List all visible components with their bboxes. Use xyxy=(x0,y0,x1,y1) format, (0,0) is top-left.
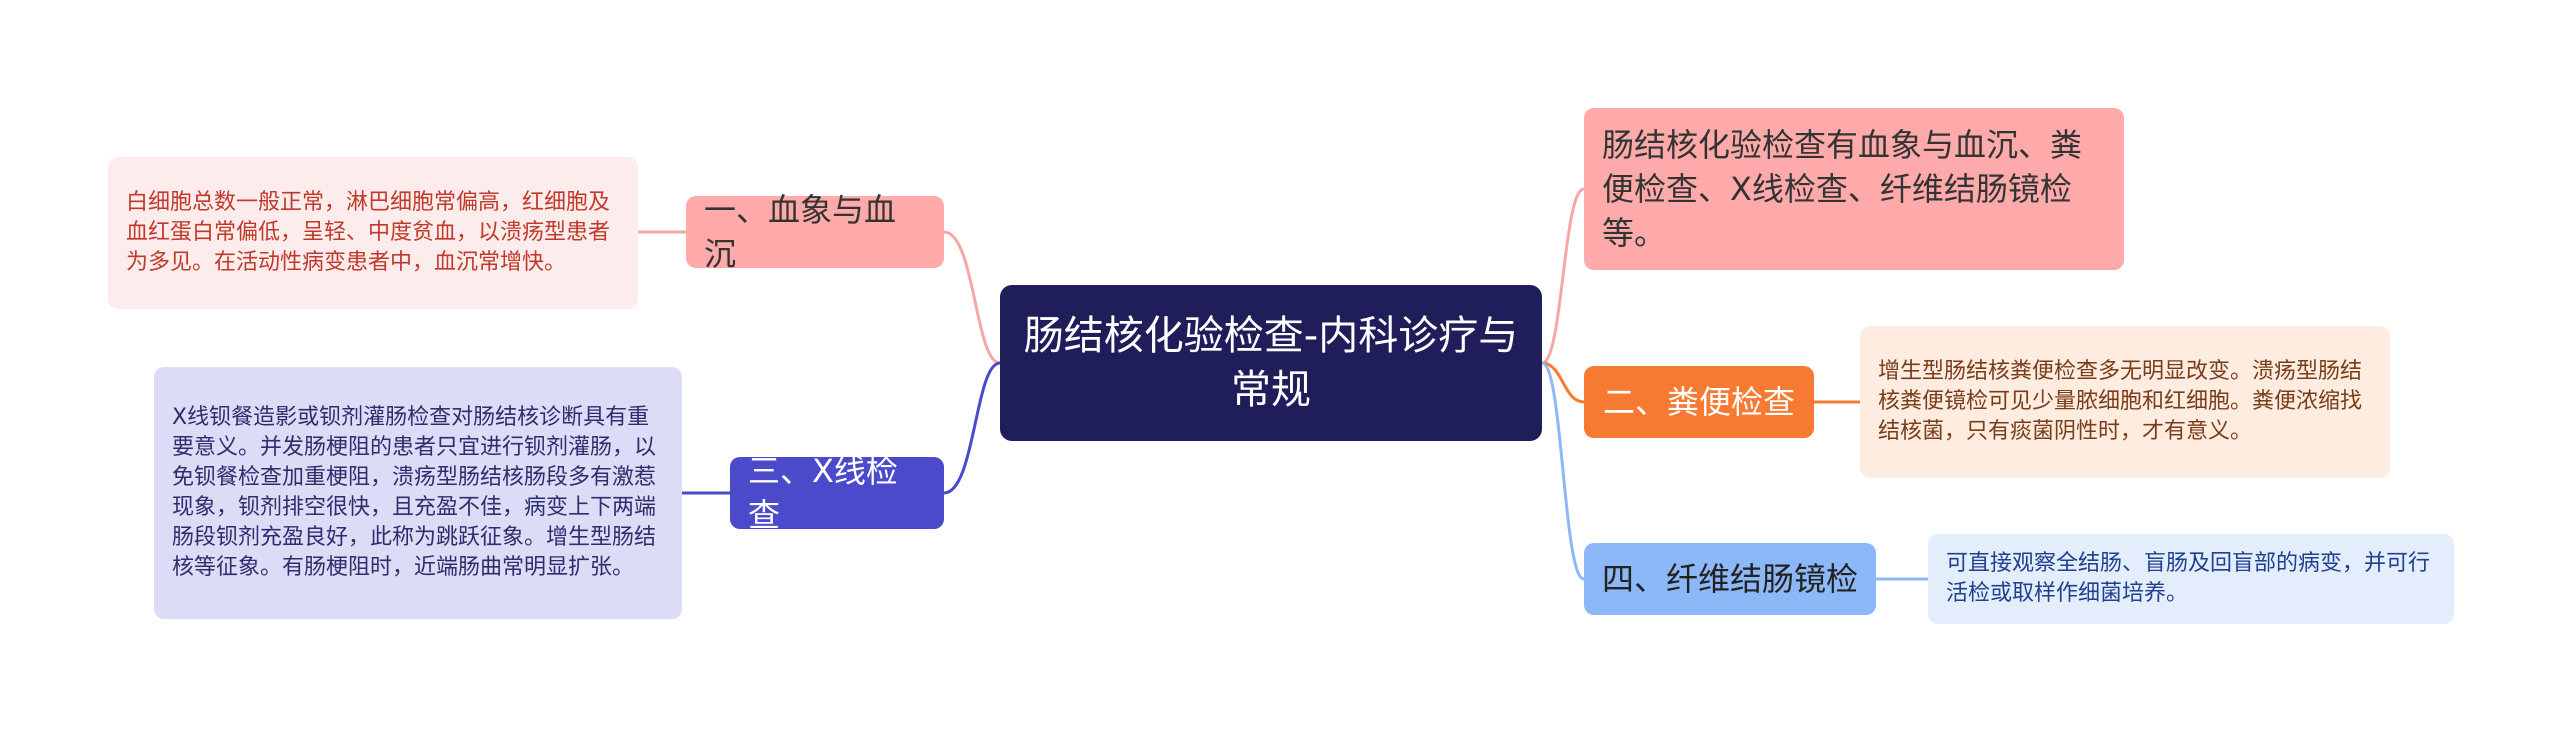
leaf-blood-test-text: 白细胞总数一般正常，淋巴细胞常偏高，红细胞及血红蛋白常偏低，呈轻、中度贫血，以溃… xyxy=(126,190,611,275)
leaf-xray-text: X线钡餐造影或钡剂灌肠检查对肠结核诊断具有重要意义。并发肠梗阻的患者只宜进行钡剂… xyxy=(172,405,657,580)
branch-stool-test-label: 二、粪便检查 xyxy=(1602,383,1795,421)
leaf-stool-test-detail[interactable]: 增生型肠结核粪便检查多无明显改变。溃疡型肠结核粪便镜检可见少量脓细胞和红细胞。粪… xyxy=(1860,326,2390,478)
link-center-b4 xyxy=(1541,361,1585,581)
summary-topic-label: 肠结核化验检查有血象与血沉、粪便检查、X线检查、纤维结肠镜检等。 xyxy=(1602,126,2083,252)
link-center-b1 xyxy=(943,230,1001,365)
link-center-b2 xyxy=(1541,361,1585,404)
branch-xray-label: 三、X线检查 xyxy=(748,452,898,534)
central-topic[interactable]: 肠结核化验检查-内科诊疗与常规 xyxy=(1000,285,1542,441)
branch-colonoscopy[interactable]: 四、纤维结肠镜检 xyxy=(1584,543,1876,615)
leaf-stool-test-text: 增生型肠结核粪便检查多无明显改变。溃疡型肠结核粪便镜检可见少量脓细胞和红细胞。粪… xyxy=(1878,359,2363,444)
branch-colonoscopy-label: 四、纤维结肠镜检 xyxy=(1602,560,1859,598)
branch-blood-test[interactable]: 一、血象与血沉 xyxy=(686,191,944,273)
link-center-b3 xyxy=(943,361,1001,495)
central-topic-label: 肠结核化验检查-内科诊疗与常规 xyxy=(1023,313,1519,413)
branch-blood-test-label: 一、血象与血沉 xyxy=(704,191,897,273)
link-center-r0 xyxy=(1541,187,1585,365)
branch-xray[interactable]: 三、X线检查 xyxy=(730,452,944,534)
leaf-colonoscopy-text: 可直接观察全结肠、盲肠及回盲部的病变，并可行活检或取样作细菌培养。 xyxy=(1946,551,2431,606)
summary-topic[interactable]: 肠结核化验检查有血象与血沉、粪便检查、X线检查、纤维结肠镜检等。 xyxy=(1584,108,2124,270)
branch-stool-test[interactable]: 二、粪便检查 xyxy=(1584,366,1814,438)
leaf-xray-detail[interactable]: X线钡餐造影或钡剂灌肠检查对肠结核诊断具有重要意义。并发肠梗阻的患者只宜进行钡剂… xyxy=(154,367,682,619)
leaf-blood-test-detail[interactable]: 白细胞总数一般正常，淋巴细胞常偏高，红细胞及血红蛋白常偏低，呈轻、中度贫血，以溃… xyxy=(108,157,638,309)
leaf-colonoscopy-detail[interactable]: 可直接观察全结肠、盲肠及回盲部的病变，并可行活检或取样作细菌培养。 xyxy=(1928,534,2454,624)
